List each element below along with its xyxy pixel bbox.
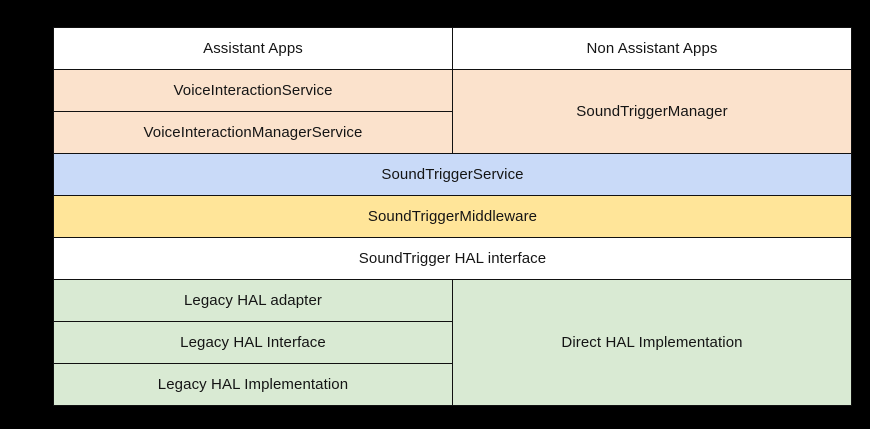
cell-sound-trigger-hal-interface: SoundTrigger HAL interface xyxy=(53,237,852,280)
cell-legacy-hal-implementation: Legacy HAL Implementation xyxy=(53,363,453,406)
table-row-voice-interaction-manager-service: VoiceInteractionManagerService xyxy=(53,111,852,154)
header-cell-assistant-apps: Assistant Apps xyxy=(53,27,453,70)
table-row-legacy-hal-adapter: Legacy HAL adapter Direct HAL Implementa… xyxy=(53,279,852,406)
cell-voice-interaction-manager-service: VoiceInteractionManagerService xyxy=(53,111,453,154)
cell-sound-trigger-service: SoundTriggerService xyxy=(53,153,852,196)
cell-sound-trigger-middleware: SoundTriggerMiddleware xyxy=(53,195,852,238)
table-row-sound-trigger-middleware: SoundTriggerMiddleware xyxy=(53,195,852,238)
table-row-legacy-hal-implementation: Legacy HAL Implementation xyxy=(53,363,852,406)
table-row-legacy-hal-interface: Legacy HAL Interface xyxy=(53,321,852,364)
cell-sound-trigger-manager: SoundTriggerManager xyxy=(452,69,852,154)
header-cell-non-assistant-apps: Non Assistant Apps xyxy=(452,27,852,70)
cell-voice-interaction-service: VoiceInteractionService xyxy=(53,69,453,112)
table-row-sound-trigger-service: SoundTriggerService xyxy=(53,153,852,196)
table-row-sound-trigger-hal-interface: SoundTrigger HAL interface xyxy=(53,237,852,280)
cell-direct-hal-implementation: Direct HAL Implementation xyxy=(452,279,852,406)
architecture-layer-table: Assistant Apps Non Assistant Apps VoiceI… xyxy=(53,27,852,406)
cell-legacy-hal-interface: Legacy HAL Interface xyxy=(53,321,453,364)
cell-legacy-hal-adapter: Legacy HAL adapter xyxy=(53,279,453,322)
table-row-headers: Assistant Apps Non Assistant Apps xyxy=(53,27,852,70)
table-row-voice-interaction-service: VoiceInteractionService SoundTriggerMana… xyxy=(53,69,852,154)
